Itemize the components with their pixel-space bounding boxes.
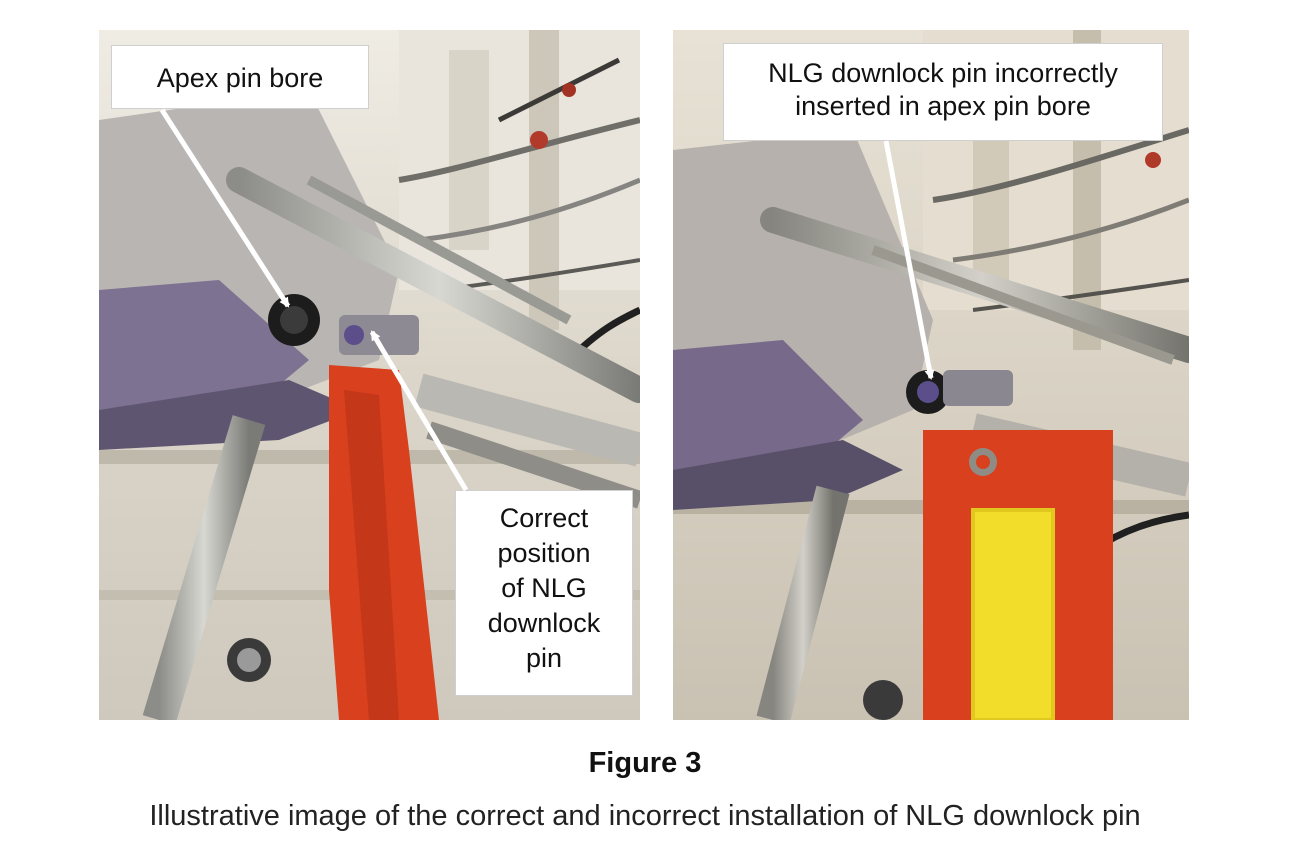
callout-correct-position: Correct position of NLG downlock pin xyxy=(455,490,633,696)
callout-incorrect-insertion: NLG downlock pin incorrectly inserted in… xyxy=(723,43,1163,141)
callout-apex-pin-bore: Apex pin bore xyxy=(111,45,369,109)
figure-caption: Illustrative image of the correct and in… xyxy=(149,800,1141,832)
figure-label: Figure 3 xyxy=(588,747,702,779)
